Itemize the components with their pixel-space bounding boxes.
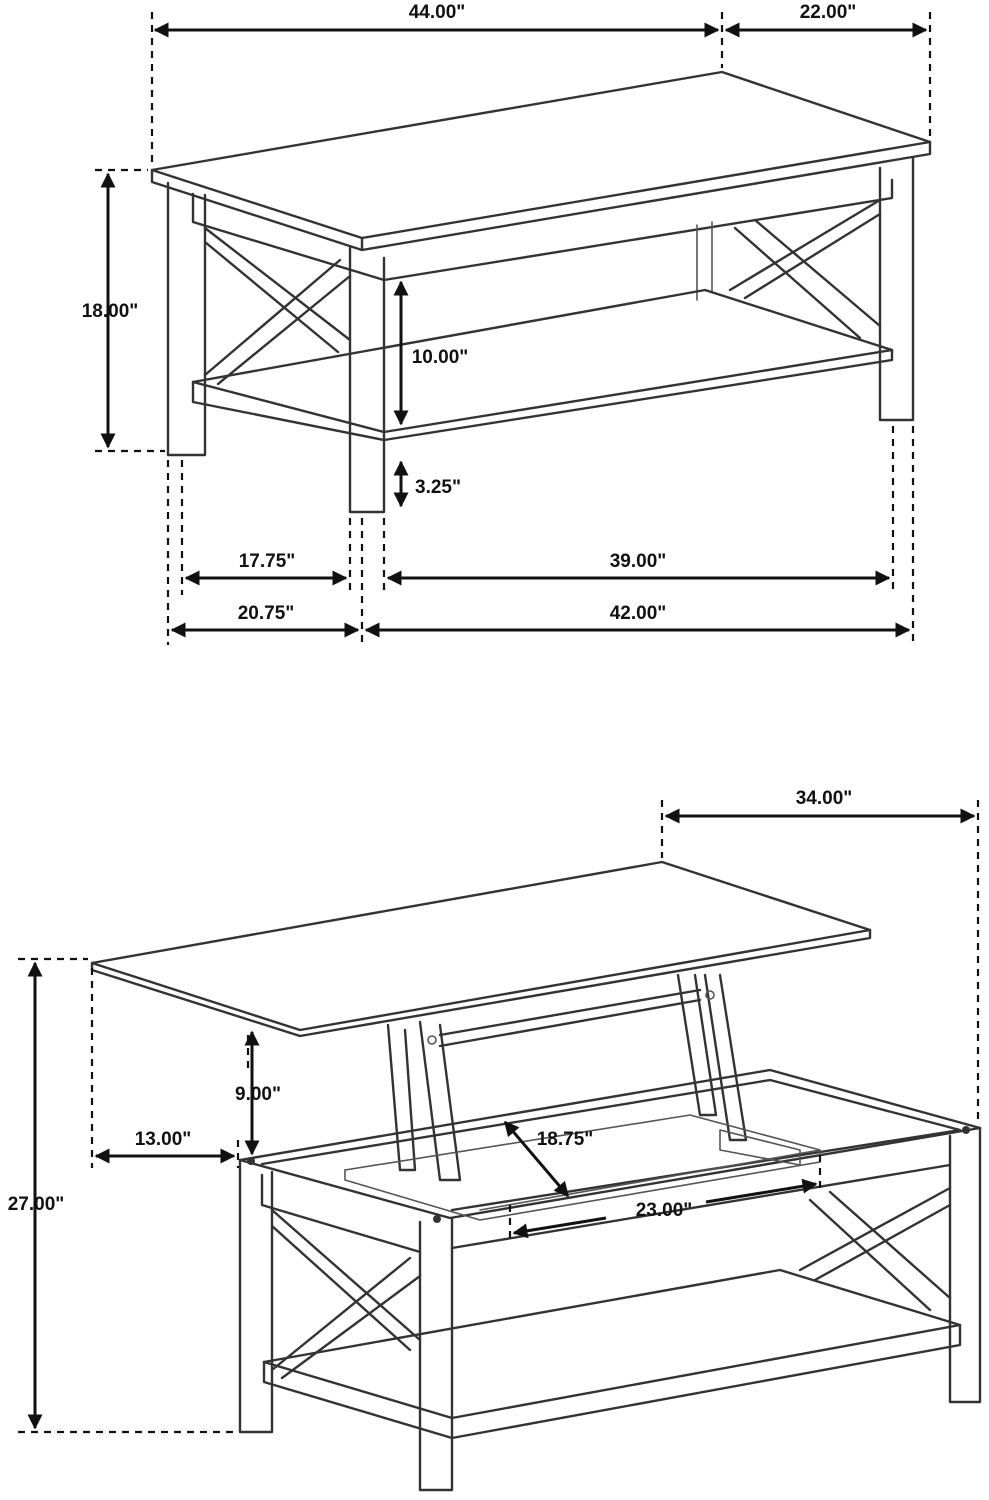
height-label: 18.00" bbox=[82, 301, 139, 322]
bottom-dimension-lines bbox=[18, 800, 980, 1434]
top-dimension-labels: 44.00" 22.00" 18.00" 10.00" 3.25" 17.75"… bbox=[82, 2, 857, 624]
lifted-depth-label: 34.00" bbox=[796, 788, 853, 809]
bottom-clearance-label: 3.25" bbox=[415, 477, 461, 498]
lift-height-label: 9.00" bbox=[235, 1084, 281, 1105]
front-outer-label: 42.00" bbox=[610, 603, 667, 624]
bottom-dimension-labels: 34.00" 9.00" 13.00" 27.00" 18.75" 23.00" bbox=[8, 788, 853, 1221]
total-height-label: 27.00" bbox=[8, 1194, 65, 1215]
top-dimension-lines bbox=[95, 12, 932, 645]
lift-top-table-drawing bbox=[90, 860, 982, 1492]
shelf-gap-label: 10.00" bbox=[412, 347, 469, 368]
side-outer-label: 20.75" bbox=[238, 603, 295, 624]
width-label: 44.00" bbox=[409, 2, 466, 23]
storage-depth-label: 18.75" bbox=[537, 1129, 594, 1150]
side-inner-label: 17.75" bbox=[239, 551, 296, 572]
storage-width-label: 23.00" bbox=[636, 1200, 693, 1221]
front-inner-label: 39.00" bbox=[610, 551, 667, 572]
coffee-table-drawing bbox=[150, 70, 932, 514]
depth-label: 22.00" bbox=[800, 2, 857, 23]
top-offset-label: 13.00" bbox=[135, 1129, 192, 1150]
